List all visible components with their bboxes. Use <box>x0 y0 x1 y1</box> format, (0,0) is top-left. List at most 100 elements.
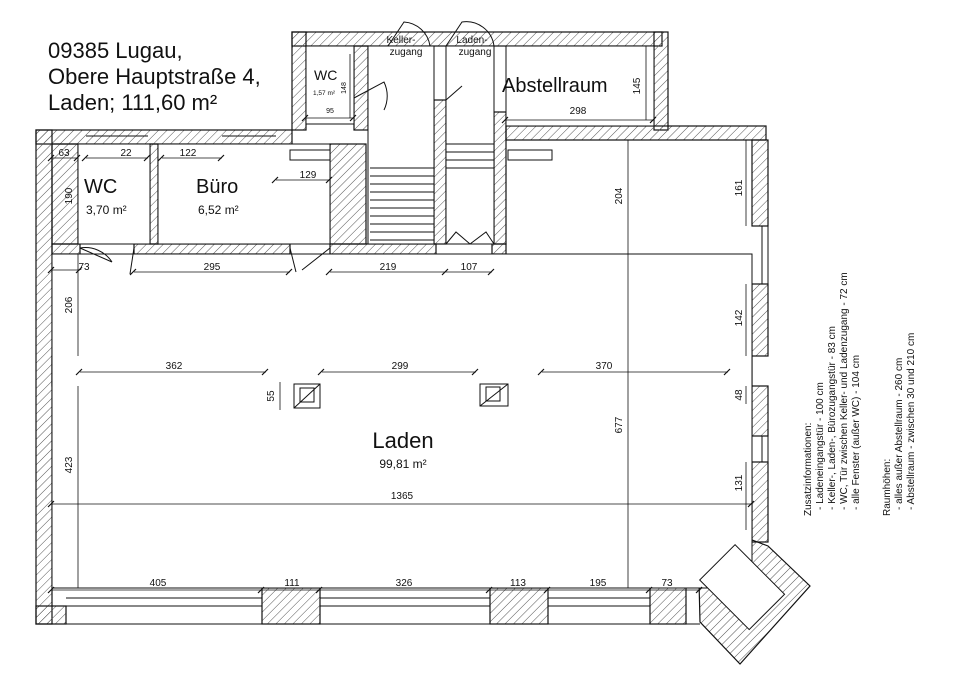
dim-111: 111 <box>284 578 300 589</box>
wall-annex-left <box>291 31 307 131</box>
notes-zusatz-title: Zusatzinformationen: <box>803 423 814 516</box>
room-ladenzugang <box>445 45 495 245</box>
wall-left <box>35 129 53 625</box>
room-labels: WC 1,57 m² Keller- zugang Laden- zugang … <box>84 35 608 471</box>
dim-113: 113 <box>510 578 526 589</box>
radiator-1 <box>289 149 331 161</box>
dim-73b: 73 <box>661 578 673 589</box>
wall-buero-right <box>329 143 367 245</box>
dim-129: 129 <box>300 170 317 181</box>
radiator-2 <box>507 149 553 161</box>
room-laden-area: 99,81 m² <box>379 457 426 471</box>
wall-pier-2 <box>489 587 549 625</box>
notes-hoehen-2: - Abstellraum - zwischen 30 und 210 cm <box>906 333 917 510</box>
dim-370: 370 <box>596 361 613 372</box>
dim-206: 206 <box>64 296 75 313</box>
ladenzugang-line2: zugang <box>459 47 492 58</box>
wall-pier-3 <box>649 585 687 625</box>
dimension-lines <box>52 46 752 591</box>
wall-wc-right <box>353 45 369 131</box>
dim-55: 55 <box>266 390 277 402</box>
room-wc-small <box>305 45 355 125</box>
room-wc-area: 3,70 m² <box>86 203 127 217</box>
address-line-1: 09385 Lugau, <box>48 38 183 63</box>
wall-wc-left-inner <box>51 143 79 245</box>
wall-top-right <box>505 125 767 141</box>
notes-zusatz-1: - Ladeneingangstür - 100 cm <box>815 382 826 510</box>
wall-right-1 <box>751 139 769 227</box>
notes-zusatz-4: - alle Fenster (außer WC) - 104 cm <box>851 355 862 510</box>
dimension-labels: 95 148 298 145 63 22 122 129 190 204 161… <box>58 77 745 589</box>
windows-top <box>86 129 769 463</box>
room-buero <box>157 143 331 245</box>
windows-bottom <box>52 597 700 625</box>
dim-326: 326 <box>396 578 413 589</box>
dim-161: 161 <box>734 179 745 196</box>
dim-298: 298 <box>570 106 587 117</box>
notes: Zusatzinformationen: - Ladeneingangstür … <box>803 272 917 516</box>
dim-677: 677 <box>614 416 625 433</box>
dim-190: 190 <box>64 187 75 204</box>
room-laden-name: Laden <box>372 428 433 453</box>
room-abstellraum-name: Abstellraum <box>502 75 608 97</box>
wall-pier-1 <box>261 587 321 625</box>
dim-95: 95 <box>326 108 334 115</box>
dim-73a: 73 <box>78 262 90 273</box>
wall-stair-bottom <box>329 243 437 255</box>
address-line-2: Obere Hauptstraße 4, <box>48 64 261 89</box>
room-wc-small-area: 1,57 m² <box>313 90 336 97</box>
dim-1365: 1365 <box>391 491 414 502</box>
stairs <box>370 143 494 241</box>
dim-299: 299 <box>392 361 409 372</box>
room-wc-small-name: WC <box>314 67 337 83</box>
dim-204: 204 <box>614 187 625 204</box>
wall-stair-right <box>433 99 447 245</box>
dimension-ticks <box>47 114 755 594</box>
wall-buero-bottom <box>133 243 291 255</box>
kellerzugang-line2: zugang <box>390 47 423 58</box>
address-line-3: Laden; 111,60 m² <box>48 90 218 115</box>
dim-148: 148 <box>341 82 348 94</box>
room-buero-area: 6,52 m² <box>198 203 239 217</box>
dim-142: 142 <box>734 309 745 326</box>
dim-107: 107 <box>461 262 478 273</box>
notes-zusatz-3: - WC, Tür zwischen Keller- und Ladenzuga… <box>839 272 850 510</box>
notes-hoehen-1: - alles außer Abstellraum - 260 cm <box>894 358 905 510</box>
dim-405: 405 <box>150 578 167 589</box>
wall-wc-bottom-left <box>51 243 81 255</box>
room-laden <box>51 253 753 589</box>
dim-122: 122 <box>180 148 197 159</box>
wall-right-2 <box>751 283 769 357</box>
ladenzugang-line1: Laden- <box>456 35 487 46</box>
dim-131: 131 <box>734 474 745 491</box>
dim-295: 295 <box>204 262 221 273</box>
wall-lz-bottom <box>491 243 507 255</box>
room-buero-name: Büro <box>196 176 238 198</box>
doors <box>79 21 495 275</box>
wall-right-3 <box>751 385 769 437</box>
dim-22: 22 <box>120 148 132 159</box>
room-kellerzugang <box>367 45 435 245</box>
dim-145: 145 <box>632 77 643 94</box>
wall-annex-right <box>653 31 669 131</box>
room-abstellraum <box>505 45 655 127</box>
wall-ladenzugang-right <box>493 111 507 245</box>
dim-219: 219 <box>380 262 397 273</box>
notes-hoehen-title: Raumhöhen: <box>882 459 893 516</box>
address-title: 09385 Lugau, Obere Hauptstraße 4, Laden;… <box>48 38 261 116</box>
kellerzugang-line1: Keller- <box>387 35 416 46</box>
wall-right-4 <box>751 461 769 543</box>
bay-window <box>698 543 786 631</box>
room-wc-name: WC <box>84 176 117 198</box>
dim-195: 195 <box>590 578 607 589</box>
dim-423: 423 <box>64 456 75 473</box>
wall-wc-buero <box>149 143 159 245</box>
dim-48: 48 <box>734 389 745 401</box>
notes-zusatz-2: - Keller-, Laden-, Bürozugangstür - 83 c… <box>827 326 838 510</box>
wall-bottom-1 <box>35 605 67 625</box>
dim-63: 63 <box>58 148 70 159</box>
dim-362: 362 <box>166 361 183 372</box>
wall-top-left <box>35 129 293 145</box>
room-wc <box>77 143 151 245</box>
